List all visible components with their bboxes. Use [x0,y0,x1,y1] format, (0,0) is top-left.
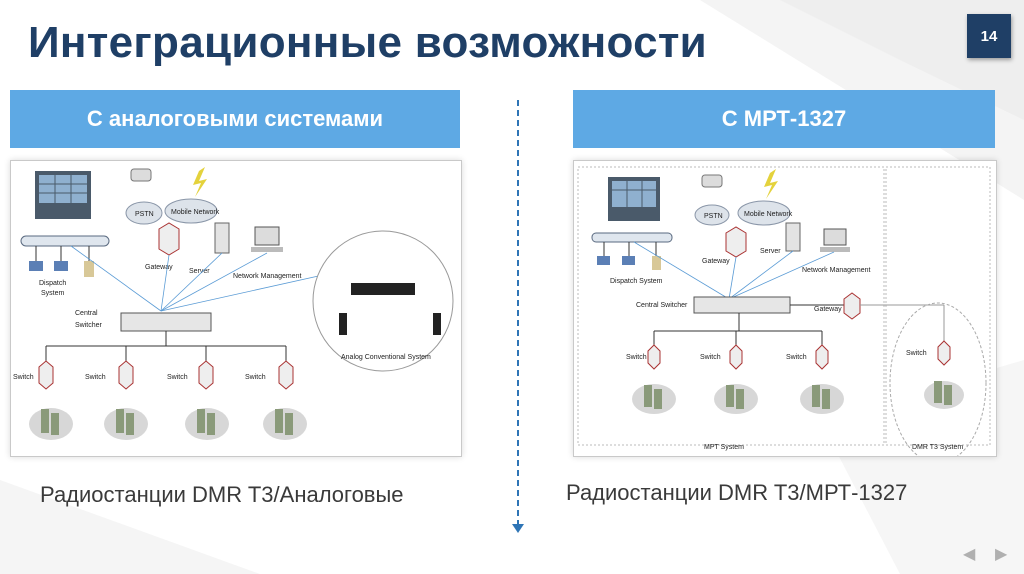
switch-label: Switch [85,374,106,381]
dmr-system-ellipse [890,303,986,456]
right-header: С МРТ-1327 [573,90,995,148]
dispatch-label-1: Dispatch [39,280,66,287]
nms-pc-icon [255,227,279,245]
left-header: С аналоговыми системами [10,90,460,148]
network-management-label: Network Management [233,273,302,280]
gateway2-icon [844,293,860,319]
dispatch-pc-icon [29,261,43,271]
dashed-divider [517,100,519,526]
dispatch-pc-icon [622,256,635,265]
server-label: Server [760,248,781,255]
switch-group: Switch [85,346,148,440]
gateway-icon [159,223,179,255]
network-management-label: Network Management [802,267,871,274]
switch-label: Switch [700,354,721,361]
switch-group: Switch [167,346,229,440]
gateway-icon [726,227,746,257]
radio-icon [339,313,347,335]
switch-label: Switch [245,374,266,381]
server-icon [786,223,800,251]
central-label-1: Central [75,310,98,317]
slide-title: Интеграционные возможности [28,18,707,68]
switch-icon [199,361,213,389]
switch-icon [730,345,742,369]
server-icon [215,223,229,253]
switch-label: Switch [13,374,34,381]
analog-system-circle [313,231,453,371]
switch-group: Switch [700,331,758,414]
dispatch-pc-icon [54,261,68,271]
nms-keyboard-icon [820,247,850,252]
dmr-switch-label: Switch [906,350,927,357]
right-network-diagram: Dispatch System PSTN Mobile Network Gate… [574,161,996,456]
switch-group: Switch [13,346,73,440]
dispatch-phone-icon [652,256,661,270]
switch-group: Switch [245,346,307,440]
phone-icon [131,169,151,181]
dispatch-system-label: Dispatch System [610,278,663,285]
right-caption: Радиостанции DMR T3/МРТ-1327 [566,480,907,506]
switch-icon [279,361,293,389]
nms-pc-icon [824,229,846,245]
central-switcher-icon [694,297,790,313]
dispatch-bus-icon [592,233,672,242]
left-caption: Радиостанции DMR T3/Аналоговые [40,482,404,508]
switch-group: Switch [626,331,676,414]
switch-group: Switch [786,331,844,414]
video-wall-icon [35,171,91,219]
video-wall-icon [608,177,660,221]
analog-repeater-icon [351,283,415,295]
dispatch-label-2: System [41,290,65,297]
switch-icon [816,345,828,369]
mobile-label: Mobile Network [171,209,220,216]
dispatch-pc-icon [597,256,610,265]
switch-icon [119,361,133,389]
left-network-diagram: Dispatch System PSTN Mobile Network Gate… [11,161,461,456]
lightning-icon [193,167,207,197]
central-label-2: Switcher [75,322,103,329]
gateway-label: Gateway [145,264,173,271]
mpt-system-label: MPT System [704,444,744,451]
pstn-label: PSTN [135,211,154,218]
dmr-system-label: DMR T3 System [912,444,963,451]
central-switcher-label: Central Switcher [636,302,688,309]
page-number-badge: 14 [967,14,1011,58]
central-switcher-icon [121,313,211,331]
nms-keyboard-icon [251,247,283,252]
lightning-icon [764,169,778,199]
dispatch-phone-icon [84,261,94,277]
dispatch-bus-icon [21,236,109,246]
gateway2-label: Gateway [814,306,842,313]
switch-label: Switch [786,354,807,361]
prev-slide-icon[interactable]: ◀ [963,544,975,564]
radio-icon [433,313,441,335]
gateway-label: Gateway [702,258,730,265]
mobile-label: Mobile Network [744,211,793,218]
switch-label: Switch [626,354,647,361]
phone-icon [702,175,722,187]
divider-arrow-icon [512,524,524,534]
next-slide-icon[interactable]: ▶ [995,544,1007,564]
switch-icon [938,341,950,365]
analog-system-label: Analog Conventional System [341,354,431,361]
left-diagram-panel: Dispatch System PSTN Mobile Network Gate… [10,160,462,457]
switch-icon [39,361,53,389]
pstn-label: PSTN [704,213,723,220]
switch-label: Switch [167,374,188,381]
right-diagram-panel: Dispatch System PSTN Mobile Network Gate… [573,160,997,457]
switch-icon [648,345,660,369]
